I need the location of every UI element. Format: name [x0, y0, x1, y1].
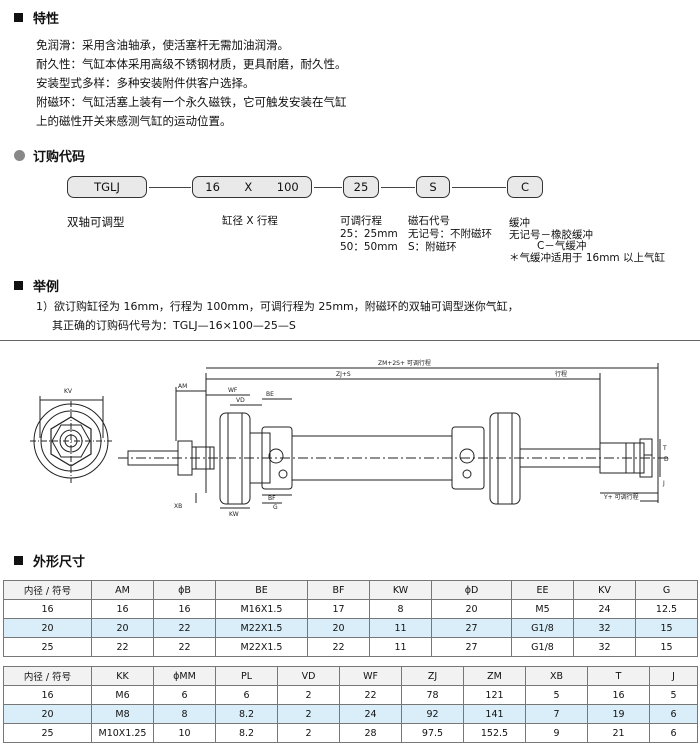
be-dim-label: BE — [266, 391, 274, 398]
features-heading: 特性 — [14, 8, 59, 27]
connector-dash — [314, 187, 342, 188]
section-divider — [0, 340, 700, 341]
zm-dim-label: ZM+2S+ 可调行程 — [378, 359, 431, 367]
table-row: 20 20 22 M22X1.5 20 11 27 G1/8 32 15 — [3, 618, 698, 638]
table-row: 16 16 16 M16X1.5 17 8 20 M5 24 12.5 — [3, 599, 698, 619]
example-title: 举例 — [33, 280, 60, 295]
kw-dim-label: KW — [229, 511, 239, 518]
am-dim-label: AM — [178, 383, 187, 390]
feature-line: 耐久性：气缸本体采用高级不锈钢材质，更具耐磨，耐久性。 — [36, 57, 347, 71]
order-title: 订购代码 — [33, 150, 86, 165]
y-dim-label: Y+ 可调行程 — [603, 493, 639, 501]
zj-dim-label: ZJ+S — [336, 371, 351, 378]
square-bullet-icon — [14, 13, 23, 22]
table-header-row: 内径 / 符号 KK ϕMM PL VD WF ZJ ZM XB T J — [3, 666, 698, 686]
g-dim-label: G — [273, 504, 278, 511]
stroke-dim-label: 行程 — [555, 370, 567, 378]
dimensions-table-2: 内径 / 符号 KK ϕMM PL VD WF ZJ ZM XB T J 16 … — [3, 666, 698, 743]
feature-line: 附磁环：气缸活塞上装有一个永久磁铁，它可触发安装在气缸 — [36, 95, 347, 109]
cylinder-drawing: KV AM WF VD BE ZJ+S ZM+2S+ 可调行程 行程 J T D… — [30, 359, 669, 518]
xb-dim-label: XB — [174, 503, 182, 510]
t-dim-label: T — [662, 445, 667, 452]
connector-dash — [452, 187, 506, 188]
connector-dash — [381, 187, 415, 188]
connector-dash — [149, 187, 191, 188]
table-row: 16 M6 6 6 2 22 78 121 5 16 5 — [3, 685, 698, 705]
feature-line: 上的磁性开关来感测气缸的运动位置。 — [36, 114, 232, 128]
wf-dim-label: WF — [228, 387, 238, 394]
adjustable-stroke-box: 25 — [343, 176, 379, 198]
d-dim-label: D — [664, 456, 669, 463]
example-text: 1）欲订购缸径为 16mm，行程为 100mm，可调行程为 25mm，附磁环的双… — [36, 300, 519, 332]
bore-stroke-label: 缸径 X 行程 — [222, 215, 278, 227]
circle-bullet-icon — [14, 150, 25, 161]
magnet-code-box: S — [416, 176, 450, 198]
adjustable-stroke-options: 可调行程 25：25mm 50：50mm — [340, 215, 398, 253]
kv-dim-label: KV — [64, 388, 73, 395]
vd-dim-label: VD — [236, 397, 245, 404]
table-row: 25 M10X1.25 10 8.2 2 28 97.5 152.5 9 21 … — [3, 723, 698, 743]
square-bullet-icon — [14, 556, 23, 565]
j-dim-label: J — [662, 480, 665, 487]
feature-line: 免润滑：采用含油轴承，使活塞杆无需加油润滑。 — [36, 38, 289, 52]
model-code-box: TGLJ — [67, 176, 147, 198]
features-list: 免润滑：采用含油轴承，使活塞杆无需加油润滑。 耐久性：气缸本体采用高级不锈钢材质… — [36, 36, 347, 131]
example-heading: 举例 — [14, 276, 59, 295]
square-bullet-icon — [14, 281, 23, 290]
order-heading: 订购代码 — [14, 146, 85, 165]
table-row: 20 M8 8 8.2 2 24 92 141 7 19 6 — [3, 704, 698, 724]
table-row: 25 22 22 M22X1.5 22 11 27 G1/8 32 15 — [3, 637, 698, 657]
dimensions-heading: 外形尺寸 — [14, 551, 85, 570]
cushion-code-box: C — [507, 176, 543, 198]
dimensions-table-1: 内径 / 符号 AM ϕB BE BF KW ϕD EE KV G 16 16 … — [3, 580, 698, 657]
model-label: 双轴可调型 — [67, 215, 125, 229]
dimensions-title: 外形尺寸 — [33, 555, 86, 570]
magnet-options: 磁石代号 无记号：不附磁环 S：附磁环 — [408, 215, 492, 253]
cushion-options: 缓冲 无记号－橡胶缓冲 C－气缓冲 ＊气缓冲适用于 16mm 以上气缸 — [509, 217, 665, 264]
bore-stroke-box: 16 X 100 — [192, 176, 312, 198]
table-header-row: 内径 / 符号 AM ϕB BE BF KW ϕD EE KV G — [3, 580, 698, 600]
bf-dim-label: BF — [268, 495, 276, 502]
feature-line: 安装型式多样：多种安装附件供客户选择。 — [36, 76, 255, 90]
features-title: 特性 — [33, 12, 60, 27]
